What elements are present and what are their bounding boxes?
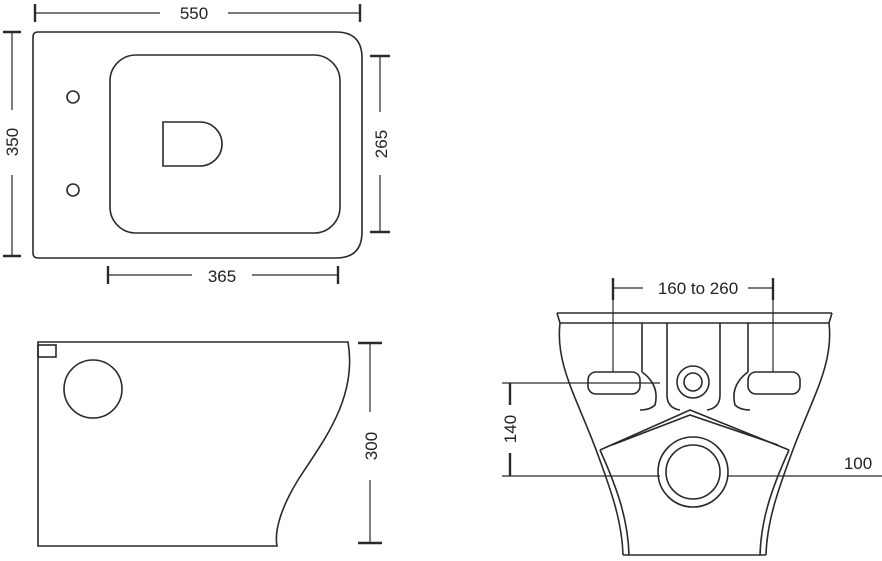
side-tab	[37, 344, 57, 358]
fixing-slot-right	[747, 371, 801, 395]
rear-body-outline	[558, 322, 624, 556]
drain-outline	[162, 121, 223, 167]
inlet-outer	[676, 365, 710, 399]
dim-label-fixing-spacing: 160 to 260	[658, 279, 738, 298]
outlet-inner	[665, 444, 721, 500]
fixing-hole-top	[66, 90, 80, 104]
side-outlet	[63, 359, 123, 419]
top-view-outline	[32, 31, 363, 259]
dimension-top-depth: 350	[3, 30, 22, 258]
rear-view: 160 to 260 140 100	[501, 278, 882, 556]
dim-label-top-width: 550	[180, 4, 208, 23]
fixing-hole-bottom	[66, 183, 80, 197]
inlet-inner	[683, 372, 703, 392]
dimension-side-height: 300	[358, 341, 382, 545]
dimension-fixing-spacing: 160 to 260	[611, 278, 775, 300]
dim-label-outlet: 100	[844, 454, 872, 473]
dim-label-side-height: 300	[362, 432, 381, 460]
outlet-outer	[657, 436, 729, 508]
dim-label-fixing-height: 140	[501, 415, 520, 443]
dim-label-top-depth: 350	[3, 128, 22, 156]
dimension-fixing-height: 140	[501, 382, 660, 477]
dimension-bowl-width: 365	[106, 266, 340, 286]
dimension-top-width: 550	[33, 4, 362, 23]
side-view-outline	[37, 341, 351, 547]
dimension-outlet: 100	[728, 454, 882, 477]
bowl-opening	[109, 54, 341, 234]
dim-label-bowl-depth: 265	[372, 130, 391, 158]
dim-label-bowl-width: 365	[208, 267, 236, 286]
top-view: 550 350 265 365	[3, 4, 391, 286]
side-view: 300	[37, 341, 382, 547]
dimension-bowl-depth: 265	[370, 54, 391, 234]
